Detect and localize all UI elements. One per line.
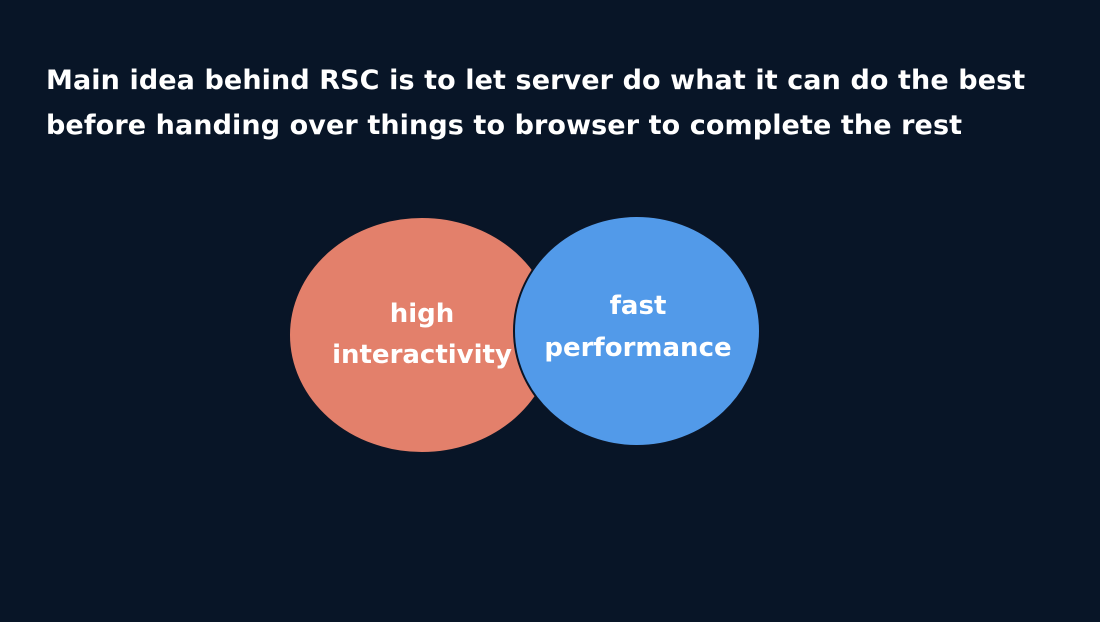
performance-circle bbox=[513, 215, 761, 447]
performance-label-line2: performance bbox=[544, 333, 731, 363]
interactivity-label-line1: high bbox=[390, 299, 455, 329]
performance-label-line1: fast bbox=[610, 291, 667, 321]
slide-headline: Main idea behind RSC is to let server do… bbox=[46, 65, 1026, 141]
interactivity-label-line2: interactivity bbox=[332, 340, 512, 370]
